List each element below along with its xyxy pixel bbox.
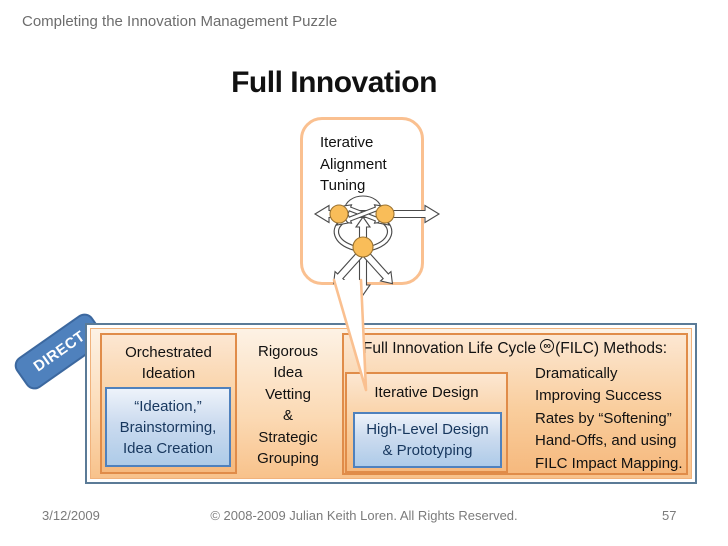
direct-tag-label: DIRECT <box>30 327 89 376</box>
footer-page-number: 57 <box>662 508 677 523</box>
filc-heading-post: (FILC) Methods: <box>555 340 668 357</box>
filc-heading: Full Innovation Life Cycle ∞ (FILC) Meth… <box>344 339 686 358</box>
orchestrated-ideation-box: Orchestrated Ideation “Ideation,” Brains… <box>100 333 237 474</box>
slide-header: Completing the Innovation Management Puz… <box>22 13 338 30</box>
infinity-icon: ∞ <box>540 339 555 353</box>
ideation-brainstorming-text: “Ideation,” Brainstorming, Idea Creation <box>119 397 217 457</box>
filc-heading-pre: Full Innovation Life Cycle <box>362 340 537 357</box>
page-title: Full Innovation <box>231 66 437 99</box>
orchestrated-ideation-title: Orchestrated Ideation <box>125 344 212 382</box>
high-level-design-box: High-Level Design & Prototyping <box>353 412 502 468</box>
footer-date: 3/12/2009 <box>42 508 100 523</box>
orange-panel: Orchestrated Ideation “Ideation,” Brains… <box>90 328 692 479</box>
footer-copyright: © 2008-2009 Julian Keith Loren. All Righ… <box>210 508 518 523</box>
filc-methods-box: Full Innovation Life Cycle ∞ (FILC) Meth… <box>342 333 688 475</box>
high-level-design-text: High-Level Design & Prototyping <box>366 421 489 459</box>
filc-paragraph: Dramatically Improving Success Rates by … <box>535 365 683 472</box>
callout-text: Iterative Alignment Tuning <box>320 134 387 194</box>
main-frame: Orchestrated Ideation “Ideation,” Brains… <box>85 323 697 484</box>
rigorous-vetting-text: Rigorous Idea Vetting & Strategic Groupi… <box>257 343 319 468</box>
ideation-brainstorming-box: “Ideation,” Brainstorming, Idea Creation <box>105 387 231 467</box>
iterative-design-box: Iterative Design High-Level Design & Pro… <box>345 372 508 473</box>
iterative-design-title: Iterative Design <box>374 384 479 401</box>
alignment-tuning-diagram-icon <box>313 195 441 296</box>
